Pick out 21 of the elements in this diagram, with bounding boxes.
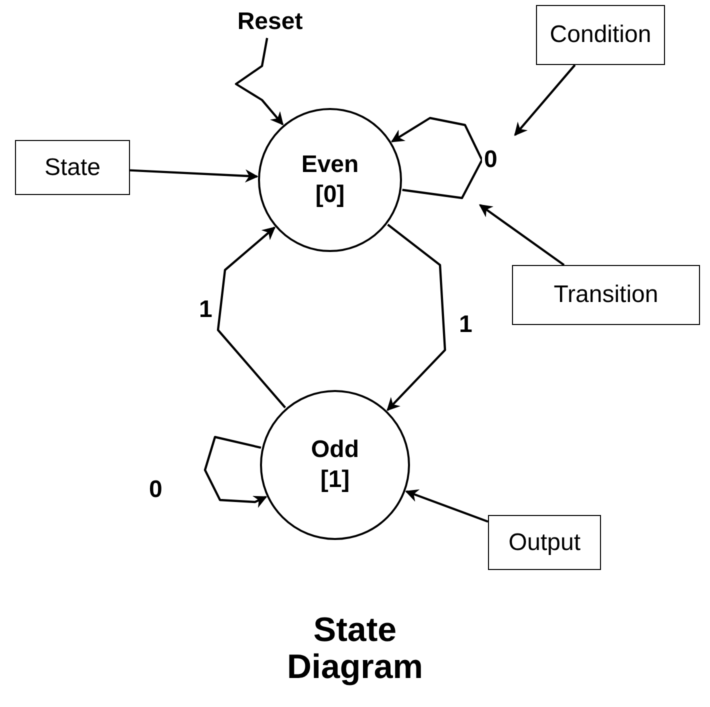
- leader-line: [130, 169, 258, 183]
- annotation-box: [488, 515, 601, 570]
- node-text: Odd [1]: [310, 435, 360, 495]
- transition-arrow: [216, 226, 286, 408]
- node-text: State: [44, 152, 101, 182]
- node-text: Output: [508, 528, 581, 558]
- transition-arrow: [390, 116, 484, 200]
- node-text: Transition: [554, 280, 658, 310]
- leader-line: [405, 489, 488, 523]
- annotation-box: [536, 5, 665, 65]
- annotation-box: [15, 140, 130, 195]
- transition-arrow: [234, 38, 284, 126]
- leader-line: [514, 64, 576, 136]
- node-text: Even [0]: [300, 150, 360, 210]
- transition-arrow: [204, 436, 268, 508]
- caption: State Diagram: [286, 612, 424, 687]
- reset-label: Reset: [234, 6, 306, 38]
- annotation-box: [512, 265, 700, 325]
- node-text: Condition: [550, 20, 652, 50]
- leader-line: [478, 204, 565, 266]
- transition-arrow: [386, 224, 446, 412]
